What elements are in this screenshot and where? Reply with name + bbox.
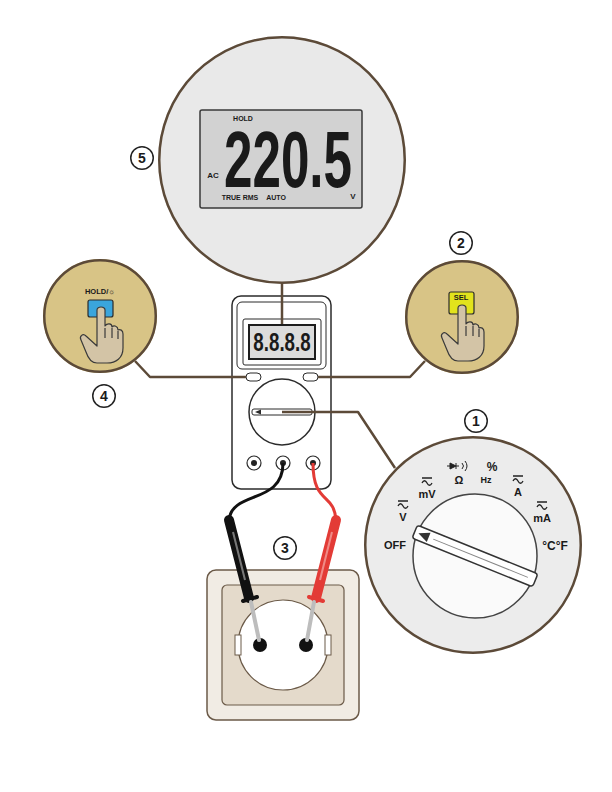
socket-inner <box>222 585 344 705</box>
socket-plate <box>207 570 359 720</box>
lcd-indicator: AC <box>207 172 219 180</box>
dial-label: Ω <box>455 475 464 486</box>
callout-circle <box>131 147 154 170</box>
dial-arrow <box>255 410 261 415</box>
dial-label: A <box>514 487 522 498</box>
button-label: HOLD/☼ <box>85 288 115 296</box>
dial-label: % <box>487 461 498 473</box>
dial-label: °C°F <box>542 540 568 552</box>
probe-tip <box>251 602 259 640</box>
callout-circle: 5 <box>130 146 154 170</box>
leader-line <box>281 284 284 324</box>
pointer-bar <box>412 525 538 587</box>
meter-button <box>303 373 318 381</box>
node-outline <box>405 260 519 374</box>
probe-tip <box>307 602 314 640</box>
meter-body <box>232 296 331 489</box>
zoom-outline <box>406 261 518 373</box>
callout-number: 3 <box>281 541 289 555</box>
dial-label: OFF <box>384 540 406 551</box>
callout-circle: 1 <box>464 409 488 433</box>
callout-number: 4 <box>100 389 108 403</box>
leader-line <box>318 361 425 377</box>
jack-hole <box>251 460 257 466</box>
pointer-arrow <box>417 529 431 542</box>
callout-number: 5 <box>138 151 146 165</box>
probe-grip <box>233 532 245 580</box>
dial-label: V <box>399 512 406 523</box>
knob-pointer <box>412 525 538 587</box>
hold-button-zoom-circle: HOLD/☼ <box>43 259 157 373</box>
callout-circle <box>93 385 116 408</box>
rotary-knob <box>413 494 537 618</box>
leader-line <box>282 412 395 468</box>
red-probe <box>316 520 336 598</box>
display-bezel <box>243 319 321 365</box>
node-outline <box>43 259 157 373</box>
zoom-fill <box>158 36 406 284</box>
callout-number: 1 <box>472 414 480 428</box>
meter-button <box>246 373 261 381</box>
ac-symbol <box>422 478 432 485</box>
zoom-outline <box>44 260 156 372</box>
callout-number: 2 <box>457 236 465 250</box>
ac-symbol <box>537 502 547 509</box>
callout-circle <box>465 410 488 433</box>
dial-label: mA <box>533 513 551 524</box>
pressing-hand <box>441 305 484 361</box>
callout-circle: 3 <box>273 536 297 560</box>
earth-clip <box>235 635 241 655</box>
dial-label: mV <box>418 489 435 500</box>
leader-line <box>135 361 246 377</box>
lcd-unit: V <box>350 193 355 201</box>
button-label: SEL <box>454 294 469 302</box>
diode-symbol <box>447 463 459 469</box>
pointer-line <box>433 539 528 577</box>
zoom-fill <box>405 260 519 374</box>
display-digits: 8.8.8.8 <box>253 329 310 355</box>
probe-guard <box>309 597 323 601</box>
dial-label: Hz <box>481 476 492 485</box>
lcd-indicator: AUTO <box>266 194 286 201</box>
black-probe <box>229 520 249 598</box>
callout-circle: 4 <box>92 384 116 408</box>
dial-zoom-circle: OFF VmV Ω% HzAmA °C°F <box>364 436 582 654</box>
ac-symbol <box>513 476 523 483</box>
zoom-outline <box>365 437 581 653</box>
callout-circle <box>450 232 473 255</box>
lcd-indicator: TRUE RMS <box>222 194 259 201</box>
lcd-panel <box>200 110 362 208</box>
lcd-reading: 220.5 <box>224 120 352 200</box>
ac-symbol <box>398 501 408 508</box>
earth-clip <box>325 635 331 655</box>
socket-face <box>238 600 328 690</box>
zoom-outline <box>159 37 405 283</box>
display-zoom-circle: HOLD220.5ACTRUE RMSAUTOV <box>158 36 406 284</box>
pressing-hand <box>80 307 123 363</box>
buzzer-symbol <box>462 461 467 471</box>
meter-display: 8.8.8.8 <box>248 324 316 360</box>
black-lead <box>229 463 283 520</box>
callout-circle: 2 <box>449 231 473 255</box>
zoom-fill <box>364 436 582 654</box>
red-lead <box>313 463 336 520</box>
input-jack <box>247 456 261 470</box>
callout-circle <box>274 537 297 560</box>
zoom-fill <box>43 259 157 373</box>
probe-grip <box>320 532 332 580</box>
sel-button-zoom-circle: SEL <box>405 260 519 374</box>
